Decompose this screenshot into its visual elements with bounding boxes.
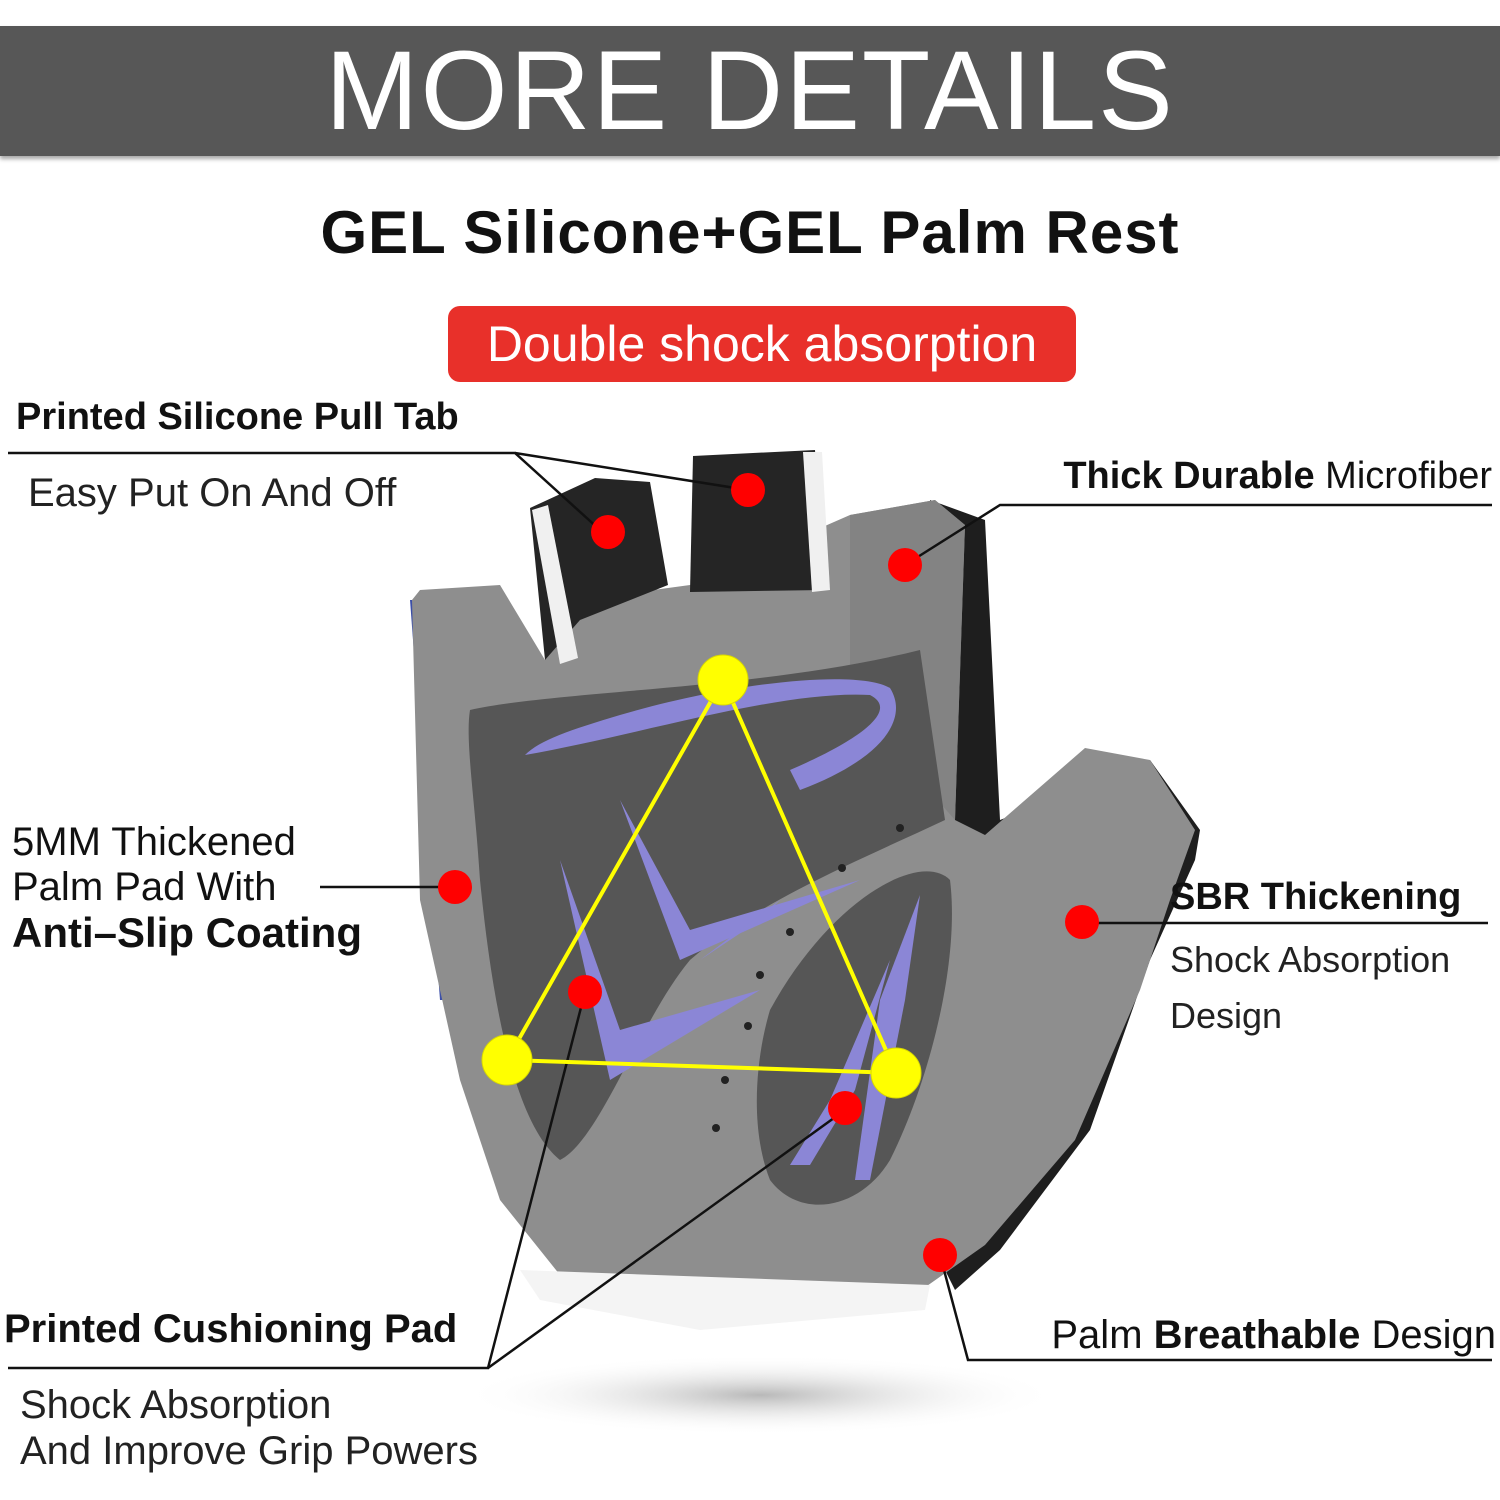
header-banner: MORE DETAILS	[0, 26, 1500, 156]
marker-pull-tab-left	[591, 515, 625, 549]
gel-triangle	[503, 675, 900, 1076]
label-breathable-bold: Breathable	[1153, 1313, 1361, 1357]
gel-point-right	[870, 1047, 922, 1099]
label-cushion-desc: Shock Absorption And Improve Grip Powers	[20, 1382, 478, 1474]
label-microfiber-rest: Microfiber	[1314, 455, 1492, 497]
marker-cushion-left	[568, 975, 602, 1009]
purple-chevron-1	[620, 800, 860, 960]
label-palm-pad-line2: Palm Pad With	[12, 865, 277, 909]
glove-shadow	[460, 1355, 1060, 1435]
label-palm-pad-line1: 5MM Thickened	[12, 820, 296, 864]
label-breathable-pre: Palm	[1051, 1313, 1154, 1357]
feature-badge: Double shock absorption	[448, 306, 1076, 382]
label-sbr-line1: Shock Absorption	[1170, 939, 1451, 980]
label-cushion-line1: Shock Absorption	[20, 1383, 332, 1427]
label-breathable: Palm Breathable Design	[1051, 1312, 1496, 1358]
label-cushion-title: Printed Cushioning Pad	[4, 1307, 458, 1351]
marker-sbr	[1065, 905, 1099, 939]
product-subtitle: GEL Silicone+GEL Palm Rest	[320, 199, 1180, 266]
label-cushion-line2: And Improve Grip Powers	[20, 1429, 478, 1473]
label-pull-tab-desc: Easy Put On And Off	[28, 471, 397, 515]
label-pull-tab-title: Printed Silicone Pull Tab	[16, 396, 459, 438]
feature-badge-text: Double shock absorption	[486, 316, 1038, 372]
red-markers	[438, 473, 1099, 1272]
label-sbr-desc: Shock Absorption Design	[1170, 932, 1450, 1044]
purple-stripe-right-1	[855, 895, 920, 1180]
label-breathable-post: Design	[1360, 1313, 1496, 1357]
breathing-holes	[712, 824, 904, 1132]
gel-point-left	[481, 1034, 533, 1086]
finger-tab-middle-trim	[803, 452, 830, 592]
glove-cuff	[520, 1270, 930, 1330]
gel-points	[481, 654, 922, 1099]
banner-title: MORE DETAILS	[325, 28, 1175, 153]
callout-lines	[8, 451, 1492, 1370]
marker-breathable	[923, 1238, 957, 1272]
marker-microfiber	[888, 548, 922, 582]
gel-point-top	[697, 654, 749, 706]
label-palm-pad-bold: Anti–Slip Coating	[12, 909, 362, 956]
marker-pull-tab-middle	[731, 473, 765, 507]
marker-cushion-right	[828, 1091, 862, 1125]
label-microfiber-bold: Thick Durable	[1063, 455, 1315, 497]
label-sbr-line2: Design	[1170, 995, 1283, 1036]
finger-tab-left-trim	[532, 505, 578, 664]
label-palm-pad: 5MM Thickened Palm Pad With Anti–Slip Co…	[12, 820, 362, 955]
purple-chevron-2	[560, 860, 760, 1080]
marker-palm-pad	[438, 870, 472, 904]
label-microfiber: Thick Durable Microfiber	[1063, 455, 1492, 499]
purple-chevron-3	[700, 900, 780, 960]
label-sbr-title: SBR Thickening	[1170, 876, 1462, 918]
